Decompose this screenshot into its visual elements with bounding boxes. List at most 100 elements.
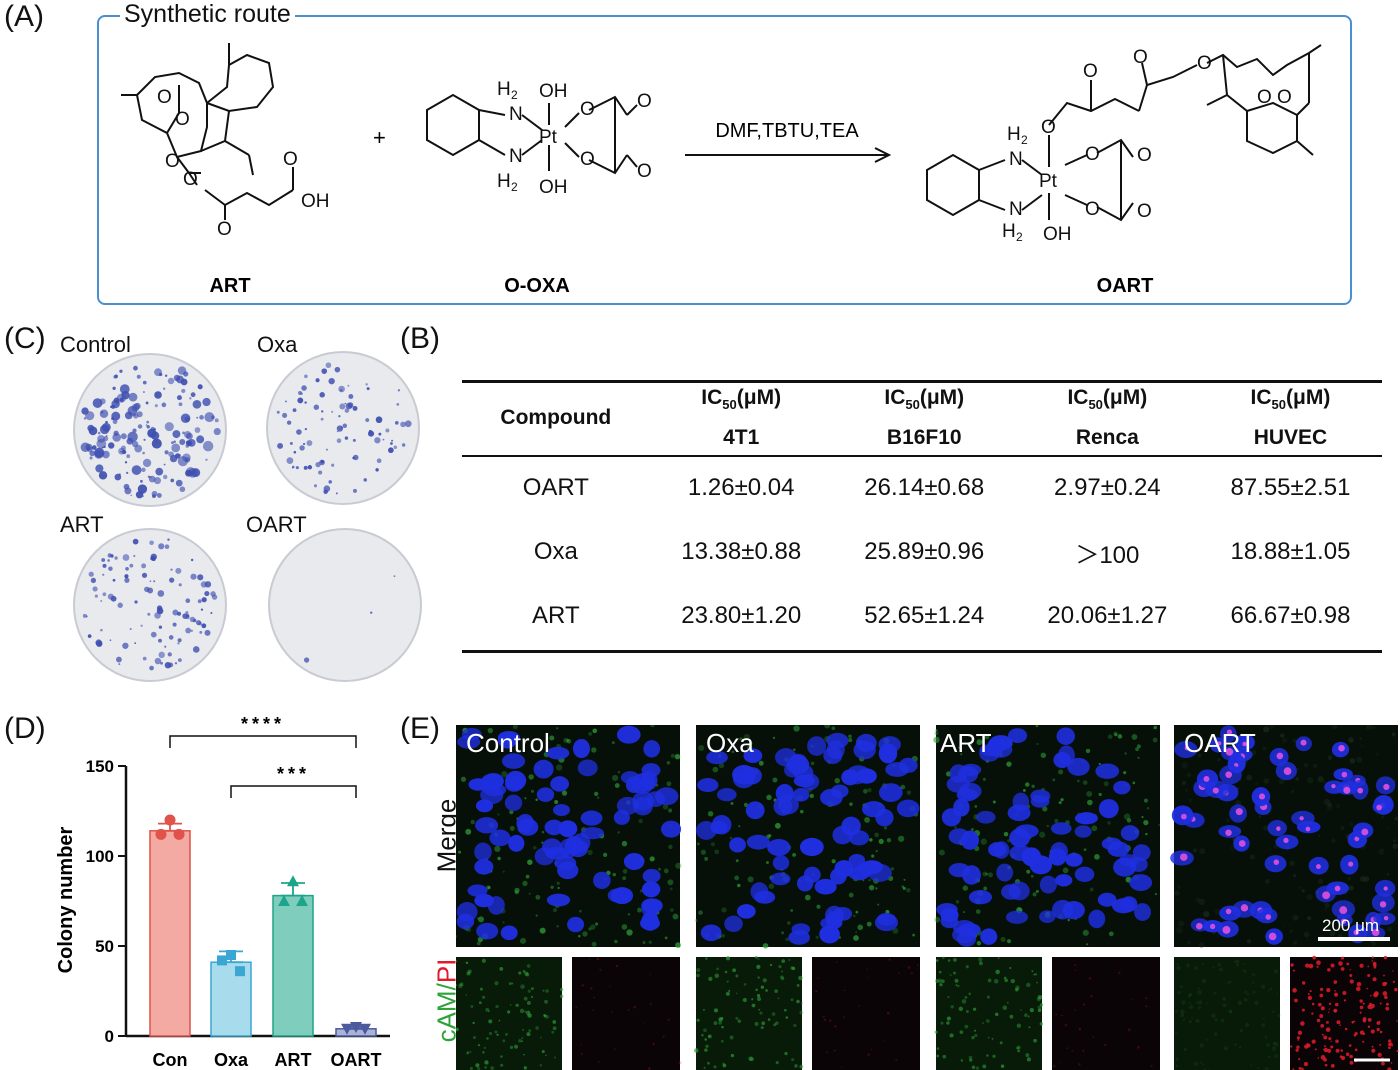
pi-speck <box>1339 1024 1342 1026</box>
cam-speck <box>696 1018 700 1022</box>
pi-speck <box>1314 1048 1317 1051</box>
nucleus <box>616 725 641 744</box>
cam-speck <box>1214 1018 1218 1022</box>
green-speck <box>1176 898 1180 901</box>
colony-dot <box>167 377 175 385</box>
green-speck <box>849 802 853 806</box>
green-speck <box>595 922 599 926</box>
colony-dot <box>107 442 115 449</box>
green-speck <box>617 770 620 774</box>
cam-speck <box>725 956 731 961</box>
pi-speck <box>1392 980 1395 983</box>
pi-speck <box>1381 1061 1385 1066</box>
colony-dot <box>175 479 183 487</box>
cam-speck <box>1269 987 1273 991</box>
pi-image <box>1290 957 1398 1070</box>
green-speck <box>834 777 840 784</box>
green-speck <box>1177 885 1181 890</box>
colony-dot <box>124 577 130 583</box>
green-speck <box>1113 731 1118 736</box>
pi-speck <box>1346 962 1350 966</box>
green-speck <box>1178 920 1185 927</box>
cam-speck <box>500 1063 504 1067</box>
pi-speck <box>841 1066 843 1068</box>
colony-dot <box>303 657 310 663</box>
cam-speck <box>800 1002 804 1005</box>
cam-speck <box>1176 962 1179 966</box>
colony-dot <box>89 456 93 460</box>
pi-speck <box>575 1006 577 1009</box>
pi-speck <box>1137 1045 1140 1049</box>
colony-dot <box>97 431 101 435</box>
green-speck <box>987 872 993 878</box>
cam-speck <box>999 1041 1003 1045</box>
green-speck <box>1331 838 1336 844</box>
green-speck <box>556 925 559 928</box>
cam-image <box>936 957 1042 1070</box>
cam-speck <box>941 956 945 960</box>
colony-dot <box>202 440 214 452</box>
cam-speck <box>751 998 754 1001</box>
colony-dot <box>192 646 200 653</box>
pi-speck <box>1359 963 1364 968</box>
pi-speck <box>823 1018 827 1021</box>
cam-speck <box>777 997 780 1000</box>
pi-nucleus <box>1383 886 1388 891</box>
significance-bracket <box>230 785 357 798</box>
colony-dot <box>214 418 219 423</box>
nucleus <box>745 801 765 820</box>
pi-speck <box>1295 1048 1299 1052</box>
cam-speck <box>1194 1061 1199 1066</box>
micro-label-control: Control <box>466 728 550 758</box>
pi-speck <box>590 987 593 990</box>
green-speck <box>969 743 973 746</box>
green-speck <box>976 940 982 946</box>
pi-speck <box>581 984 584 987</box>
colony-dot <box>178 402 183 407</box>
green-speck <box>650 725 655 728</box>
green-speck <box>985 872 988 876</box>
nucleus <box>1021 847 1042 867</box>
colony-dot <box>172 430 181 439</box>
cam-speck <box>1228 1009 1233 1014</box>
green-speck <box>1144 798 1148 803</box>
green-speck <box>478 916 484 923</box>
colony-dot <box>149 540 154 546</box>
pi-speck <box>1290 1045 1293 1048</box>
cam-speck <box>472 1021 475 1025</box>
nucleus <box>558 820 578 838</box>
green-speck <box>1153 725 1157 730</box>
pi-nucleus <box>1353 929 1360 936</box>
green-speck <box>766 794 772 801</box>
pi-speck <box>611 1011 614 1013</box>
nucleus <box>831 784 849 798</box>
cam-speck <box>769 963 773 967</box>
pi-speck <box>815 990 818 993</box>
pi-speck <box>1316 960 1321 966</box>
colony-dot <box>170 478 175 483</box>
green-speck <box>1262 746 1267 751</box>
colony-dot <box>96 640 103 647</box>
cam-speck <box>523 996 528 1001</box>
cam-speck <box>475 1063 480 1068</box>
green-speck <box>768 883 775 890</box>
cam-speck <box>953 957 957 962</box>
green-speck <box>781 931 785 935</box>
pi-image <box>812 957 920 1070</box>
nucleus <box>778 794 799 815</box>
cam-speck <box>947 959 951 962</box>
colony-dot <box>394 421 399 425</box>
pi-nucleus <box>1379 901 1387 908</box>
pi-speck <box>648 1067 651 1070</box>
data-point <box>296 895 308 906</box>
pi-speck <box>627 1008 630 1011</box>
green-speck <box>1386 926 1393 932</box>
synthetic-route-title: Synthetic route <box>120 0 295 29</box>
cam-speck <box>757 976 760 979</box>
green-speck <box>1324 902 1330 908</box>
green-speck <box>934 916 941 923</box>
green-speck <box>1174 890 1180 896</box>
cam-speck <box>1035 973 1038 976</box>
green-speck <box>1087 799 1093 806</box>
green-speck <box>710 842 715 847</box>
